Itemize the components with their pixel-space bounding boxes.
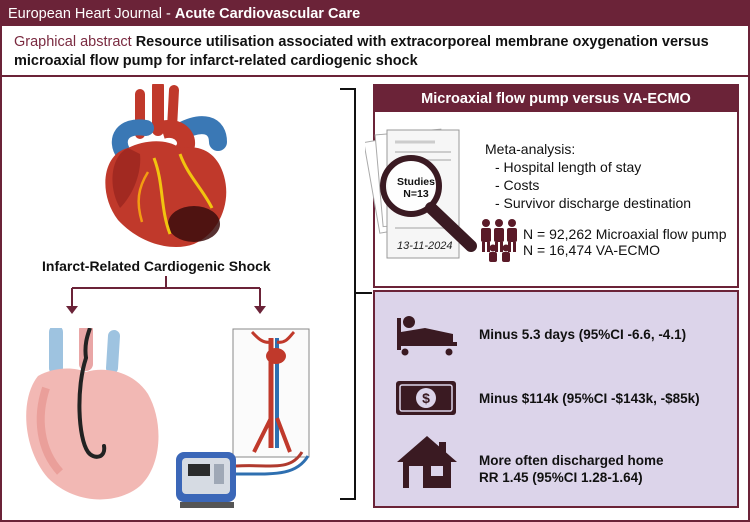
outcome-item: - Hospital length of stay: [495, 159, 642, 175]
n-ecmo: N = 16,474 VA-ECMO: [523, 242, 661, 258]
studies-n: N=13: [403, 188, 429, 200]
method-label: Meta-analysis:: [485, 141, 576, 157]
methods-list: Meta-analysis: - Hospital length of stay…: [485, 140, 691, 212]
house-icon: [397, 436, 457, 488]
journal-section: Acute Cardiovascular Care: [174, 6, 361, 22]
magnifier-icon: [380, 155, 477, 252]
title-text: Resource utilisation associated with ext…: [14, 34, 709, 69]
title-divider: [2, 75, 748, 77]
studies-count: Studies N=13: [391, 176, 441, 200]
outcome-item: - Survivor discharge destination: [495, 195, 692, 211]
bracket-tick: [356, 292, 372, 294]
dollar-sign: $: [422, 390, 430, 406]
people-icon: [481, 219, 517, 262]
result-cost: Minus $114k (95%CI -$143k, -$85k): [479, 391, 700, 406]
journal-bar: European Heart Journal - Acute Cardiovas…: [2, 2, 748, 26]
branch-arrows: [66, 276, 266, 314]
result-discharge-1: More often discharged home: [479, 453, 664, 468]
outcome-item: - Costs: [495, 177, 540, 193]
journal-separator: -: [161, 6, 175, 22]
journal-name: European Heart Journal: [8, 6, 162, 22]
search-date: 13-11-2024: [397, 240, 453, 252]
impella-heart-icon: [26, 328, 159, 500]
comparison-title: Microaxial flow pump versus VA-ECMO: [375, 86, 737, 112]
heart-icon: [105, 84, 227, 247]
result-discharge-2: RR 1.45 (95%CI 1.28-1.64): [479, 470, 643, 485]
studies-label: Studies: [397, 176, 435, 188]
results-panel: Minus 5.3 days (95%CI -6.6, -4.1) $ Minu…: [373, 290, 739, 508]
vascular-figure-icon: [232, 328, 310, 458]
n-microaxial: N = 92,262 Microaxial flow pump: [523, 226, 727, 242]
hospital-bed-icon: [397, 316, 457, 356]
comparison-panel: Microaxial flow pump versus VA-ECMO Stud…: [365, 84, 739, 288]
condition-label: Infarct-Related Cardiogenic Shock: [42, 258, 271, 274]
ecmo-machine-icon: [176, 451, 310, 508]
banknote-icon: $: [396, 381, 456, 415]
abstract-title: Graphical abstract Resource utilisation …: [14, 33, 734, 71]
bracket-connector: [340, 88, 356, 500]
title-prefix: Graphical abstract: [14, 34, 132, 50]
result-los: Minus 5.3 days (95%CI -6.6, -4.1): [479, 327, 687, 342]
